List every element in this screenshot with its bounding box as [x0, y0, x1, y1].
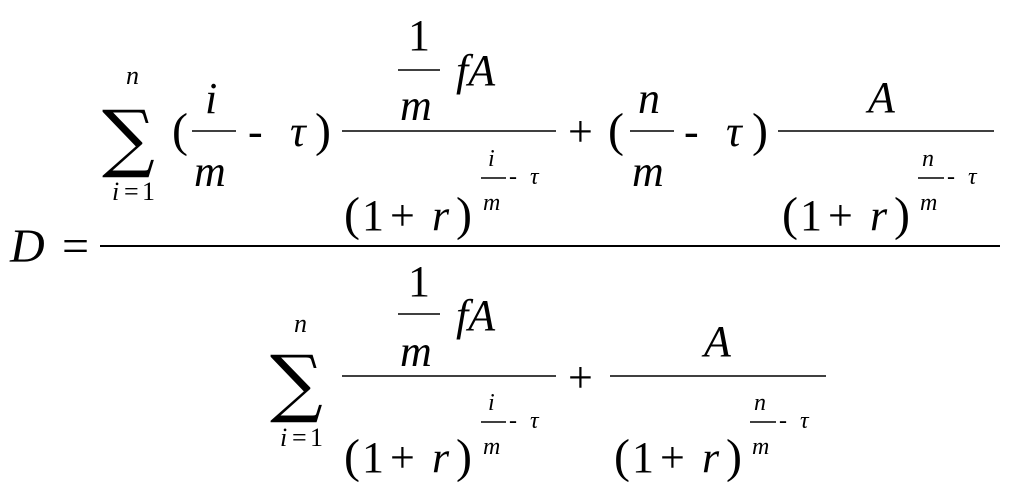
num-paren1-minus: - — [248, 107, 263, 156]
num-t1-den-plus: + — [390, 191, 415, 240]
num-t2-den-open: ( — [782, 188, 798, 241]
den-t2-den-close: ) — [726, 430, 742, 483]
num-sum-lower-val: 1 — [142, 177, 155, 206]
den-t2-exp-minus: - — [779, 408, 787, 434]
num-t1-den-one: 1 — [362, 191, 384, 240]
den-sum-upper: n — [294, 309, 307, 338]
num-t2-den-one: 1 — [800, 191, 822, 240]
num-paren2-frac-den: m — [632, 147, 664, 196]
num-t1-den-open: ( — [344, 188, 360, 241]
den-t2-A: A — [701, 317, 732, 366]
num-t2-A: A — [865, 73, 896, 122]
numerator: n ∑ i = 1 ( i m - τ ) 1 m fA ( 1 + r ) i… — [102, 11, 994, 241]
num-sum-lower-var: i — [112, 177, 119, 206]
denominator: n ∑ i = 1 1 m fA ( 1 + r ) i m - τ + A (… — [270, 257, 826, 483]
num-paren2-minus: - — [684, 107, 699, 156]
num-t1-fA: fA — [456, 46, 496, 95]
num-t1-exp-den: m — [483, 190, 500, 216]
num-paren1-open: ( — [172, 104, 188, 157]
num-plus: + — [568, 107, 593, 156]
num-t2-den-r: r — [870, 191, 888, 240]
num-t1-m: m — [400, 81, 432, 130]
den-t1-den-r: r — [432, 433, 450, 482]
den-t1-one: 1 — [408, 257, 430, 306]
num-t2-den-plus: + — [828, 191, 853, 240]
den-t1-fA: fA — [456, 291, 496, 340]
den-t2-exp-num: n — [754, 390, 766, 416]
num-paren1-close: ) — [315, 104, 331, 157]
den-sum-symbol: ∑ — [270, 340, 323, 426]
num-t2-exp-den: m — [920, 190, 937, 216]
den-t2-den-r: r — [702, 433, 720, 482]
lhs-equals: = — [62, 220, 89, 273]
num-paren2-tau: τ — [726, 107, 744, 156]
den-t1-den-one: 1 — [362, 433, 384, 482]
lhs-variable: D — [9, 220, 45, 273]
den-sum-lower-var: i — [280, 423, 287, 452]
den-plus: + — [568, 353, 593, 402]
den-t2-den-one: 1 — [632, 433, 654, 482]
num-paren2-open: ( — [608, 104, 624, 157]
den-t1-den-plus: + — [390, 433, 415, 482]
den-t1-exp-num: i — [488, 390, 495, 416]
den-t1-exp-minus: - — [509, 408, 517, 434]
num-paren1-tau: τ — [290, 107, 308, 156]
den-sum-lower-eq: = — [292, 423, 307, 452]
den-t1-m: m — [400, 327, 432, 376]
den-t1-den-open: ( — [344, 430, 360, 483]
den-t1-den-close: ) — [456, 430, 472, 483]
den-t2-exp-den: m — [752, 434, 769, 460]
num-t2-exp-num: n — [922, 146, 934, 172]
den-sum-lower-val: 1 — [310, 423, 323, 452]
num-paren2-close: ) — [752, 104, 768, 157]
num-paren1-frac-den: m — [194, 147, 226, 196]
num-t1-den-r: r — [432, 191, 450, 240]
num-t1-one: 1 — [408, 11, 430, 60]
num-paren1-frac-num: i — [205, 74, 217, 123]
den-t2-exp-tau: τ — [800, 408, 810, 434]
den-t1-exp-den: m — [483, 434, 500, 460]
num-t2-den-close: ) — [894, 188, 910, 241]
num-t2-exp-minus: - — [947, 164, 955, 190]
den-t2-den-plus: + — [660, 433, 685, 482]
num-t1-exp-num: i — [488, 146, 495, 172]
num-t1-exp-tau: τ — [530, 164, 540, 190]
num-paren2-frac-num: n — [638, 74, 660, 123]
num-t2-exp-tau: τ — [968, 164, 978, 190]
num-sum-upper: n — [126, 61, 139, 90]
den-t2-den-open: ( — [614, 430, 630, 483]
den-t1-exp-tau: τ — [530, 408, 540, 434]
num-t1-den-close: ) — [456, 188, 472, 241]
num-sum-lower-eq: = — [124, 177, 139, 206]
num-t1-exp-minus: - — [509, 164, 517, 190]
num-sum-symbol: ∑ — [102, 95, 155, 181]
